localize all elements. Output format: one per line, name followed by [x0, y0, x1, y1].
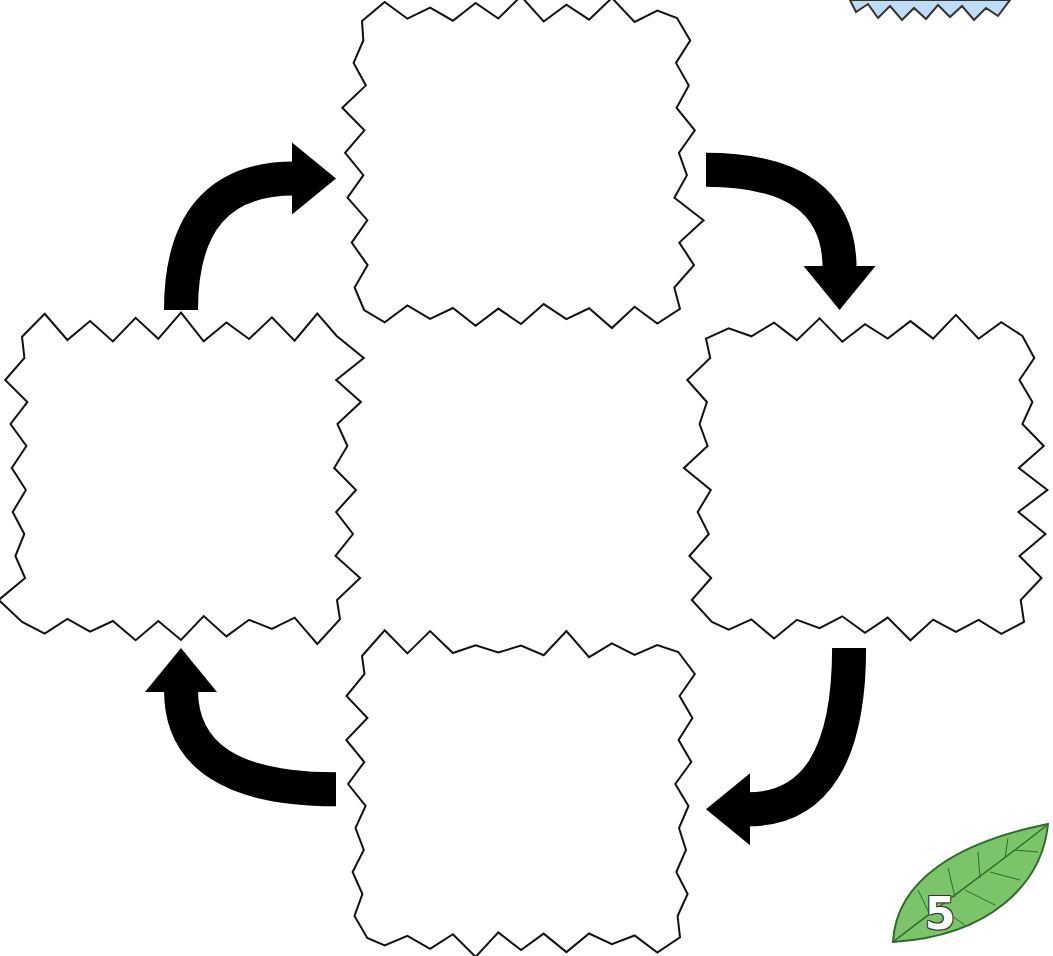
arrow-head	[145, 648, 217, 692]
arrow-shaft	[181, 690, 336, 789]
arrow-head	[292, 143, 336, 215]
curved-arrow	[706, 170, 876, 310]
box-outline-shape	[0, 313, 364, 644]
arrow-head	[706, 773, 750, 845]
jagged-box	[362, 18, 680, 310]
box-outline	[362, 652, 680, 938]
curved-arrow	[145, 648, 336, 789]
box-outline-shape	[684, 315, 1048, 640]
box-outline	[706, 336, 1024, 622]
arrow-shaft	[706, 170, 840, 268]
box-outline-shape	[346, 630, 695, 956]
jagged-box	[706, 336, 1024, 622]
arrow-shaft	[181, 179, 294, 310]
box-outline	[22, 336, 340, 622]
arrow-head	[804, 266, 876, 310]
leaf-illustration	[893, 824, 1048, 942]
box-outline-shape	[342, 0, 703, 328]
jagged-box	[362, 652, 680, 938]
arrow-shaft	[748, 648, 849, 809]
curved-arrow	[706, 648, 849, 845]
box-outline	[362, 18, 680, 310]
jagged-box	[22, 336, 340, 622]
curved-arrow	[181, 143, 336, 310]
page-number: 5	[918, 890, 962, 938]
blue-shape	[850, 0, 1010, 20]
